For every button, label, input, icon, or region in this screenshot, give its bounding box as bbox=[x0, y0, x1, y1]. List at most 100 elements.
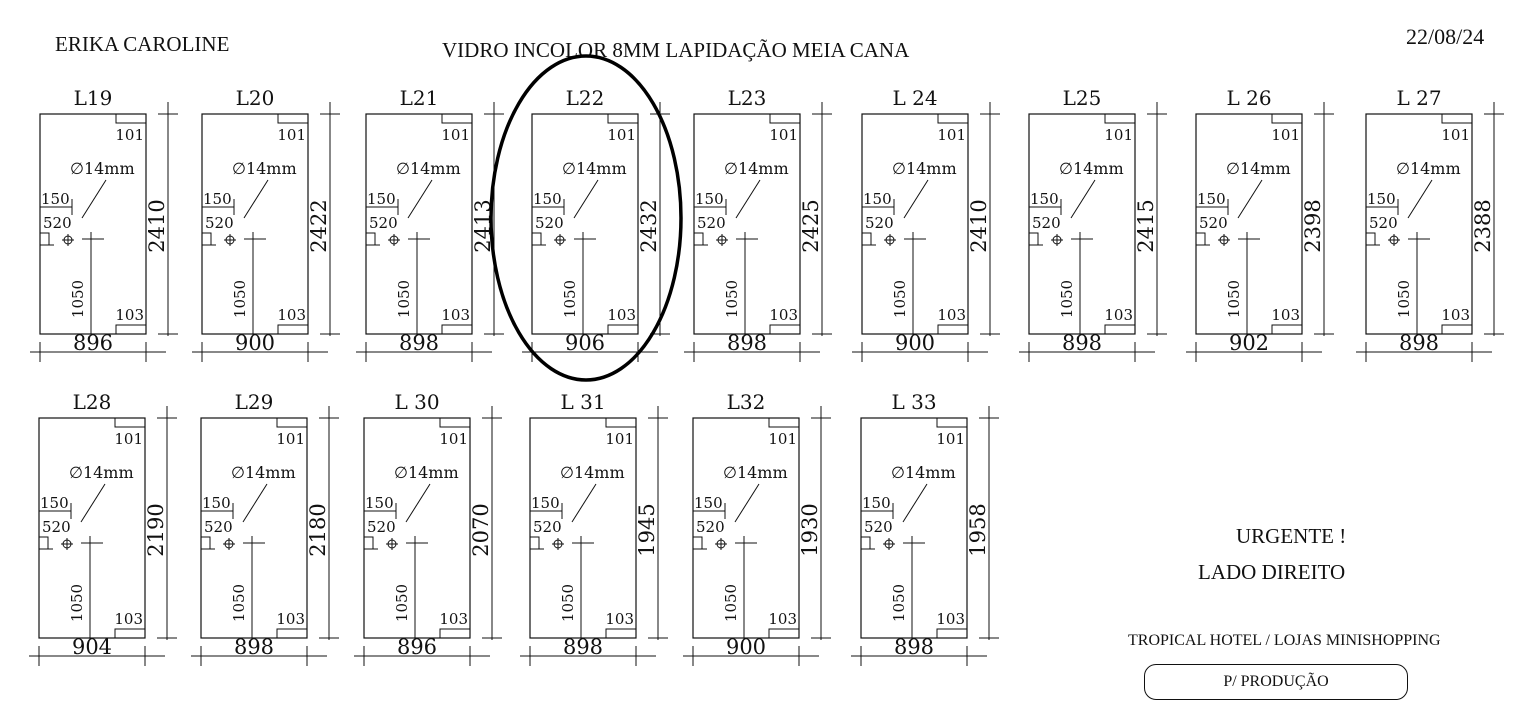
panel-id: L 27 bbox=[1396, 86, 1441, 110]
offset-label-150: 150 bbox=[367, 190, 396, 208]
panel-outline bbox=[39, 113, 147, 335]
corner-notch-bottom bbox=[769, 324, 801, 335]
corner-label-bottom: 103 bbox=[114, 610, 143, 628]
corner-label-top: 101 bbox=[768, 430, 797, 448]
corner-label-top: 101 bbox=[277, 126, 306, 144]
hole-diameter-label: ∅14mm bbox=[1226, 159, 1291, 178]
panel-outline bbox=[1195, 113, 1303, 335]
corner-label-top: 101 bbox=[769, 126, 798, 144]
offset-label-1050: 1050 bbox=[393, 584, 411, 622]
panel-id: L 31 bbox=[560, 390, 605, 414]
corner-label-top: 101 bbox=[439, 430, 468, 448]
hole-leader-line bbox=[1237, 179, 1263, 219]
corner-label-top: 101 bbox=[115, 126, 144, 144]
offset-label-150: 150 bbox=[695, 190, 724, 208]
panel-outline bbox=[693, 113, 801, 335]
corner-label-top: 101 bbox=[1104, 126, 1133, 144]
height-dimension: 1945 bbox=[635, 503, 659, 556]
panel-id: L21 bbox=[400, 86, 439, 110]
offset-label-520: 520 bbox=[864, 518, 893, 536]
hinge-cutout bbox=[860, 536, 871, 550]
hole-diameter-label: ∅14mm bbox=[70, 159, 135, 178]
panel-id: L 26 bbox=[1226, 86, 1271, 110]
corner-label-bottom: 103 bbox=[768, 610, 797, 628]
offset-label-150: 150 bbox=[40, 494, 69, 512]
offset-label-150: 150 bbox=[203, 190, 232, 208]
panel-outline bbox=[861, 113, 969, 335]
corner-label-bottom: 103 bbox=[936, 610, 965, 628]
hinge-cutout bbox=[365, 232, 376, 246]
glass-spec: VIDRO INCOLOR 8MM LAPIDAÇÃO MEIA CANA bbox=[442, 38, 910, 62]
hole-diameter-label: ∅14mm bbox=[892, 159, 957, 178]
width-dimension: 898 bbox=[894, 635, 934, 659]
corner-label-bottom: 103 bbox=[439, 610, 468, 628]
offset-label-1050: 1050 bbox=[395, 280, 413, 318]
panel-outline bbox=[200, 417, 308, 639]
corner-notch-bottom bbox=[277, 324, 309, 335]
offset-label-520: 520 bbox=[42, 518, 71, 536]
corner-notch-top bbox=[769, 113, 801, 124]
corner-label-bottom: 103 bbox=[937, 306, 966, 324]
offset-label-1050: 1050 bbox=[561, 280, 579, 318]
corner-notch-bottom bbox=[605, 628, 637, 639]
panel-outline bbox=[692, 417, 800, 639]
corner-label-bottom: 103 bbox=[769, 306, 798, 324]
hole-leader-line bbox=[407, 179, 433, 219]
panel-id: L25 bbox=[1063, 86, 1102, 110]
width-dimension: 906 bbox=[565, 331, 605, 355]
hole-leader-line bbox=[735, 179, 761, 219]
width-dimension: 902 bbox=[1229, 331, 1269, 355]
width-dimension: 898 bbox=[727, 331, 767, 355]
hinge-cutout bbox=[38, 536, 49, 550]
corner-label-top: 101 bbox=[1271, 126, 1300, 144]
corner-label-top: 101 bbox=[114, 430, 143, 448]
corner-notch-top bbox=[937, 113, 969, 124]
height-dimension: 2410 bbox=[967, 199, 991, 252]
hinge-cutout bbox=[1365, 232, 1376, 246]
corner-label-bottom: 103 bbox=[441, 306, 470, 324]
hole-leader-line bbox=[573, 179, 599, 219]
offset-label-520: 520 bbox=[369, 214, 398, 232]
width-dimension: 898 bbox=[563, 635, 603, 659]
height-dimension: 1958 bbox=[966, 503, 990, 556]
client-name: ERIKA CAROLINE bbox=[55, 32, 230, 56]
width-dimension: 904 bbox=[72, 635, 112, 659]
offset-label-1050: 1050 bbox=[69, 280, 87, 318]
corner-notch-bottom bbox=[1441, 324, 1473, 335]
corner-label-top: 101 bbox=[607, 126, 636, 144]
hinge-cutout bbox=[201, 232, 212, 246]
panel-outline bbox=[38, 417, 146, 639]
offset-label-150: 150 bbox=[862, 494, 891, 512]
panel-id: L22 bbox=[566, 86, 605, 110]
corner-label-bottom: 103 bbox=[276, 610, 305, 628]
hole-diameter-label: ∅14mm bbox=[396, 159, 461, 178]
width-dimension: 898 bbox=[1399, 331, 1439, 355]
offset-label-150: 150 bbox=[1030, 190, 1059, 208]
width-dimension: 898 bbox=[1062, 331, 1102, 355]
corner-notch-top bbox=[114, 417, 146, 428]
width-dimension: 896 bbox=[73, 331, 113, 355]
corner-label-bottom: 103 bbox=[607, 306, 636, 324]
offset-label-520: 520 bbox=[865, 214, 894, 232]
corner-notch-bottom bbox=[115, 324, 147, 335]
corner-notch-top bbox=[607, 113, 639, 124]
offset-label-520: 520 bbox=[205, 214, 234, 232]
height-dimension: 2180 bbox=[306, 503, 330, 556]
corner-label-bottom: 103 bbox=[605, 610, 634, 628]
offset-label-150: 150 bbox=[1197, 190, 1226, 208]
panel-id: L 30 bbox=[394, 390, 439, 414]
hole-leader-line bbox=[405, 483, 431, 523]
corner-notch-top bbox=[768, 417, 800, 428]
panel-id: L23 bbox=[728, 86, 767, 110]
offset-label-150: 150 bbox=[533, 190, 562, 208]
corner-notch-bottom bbox=[936, 628, 968, 639]
